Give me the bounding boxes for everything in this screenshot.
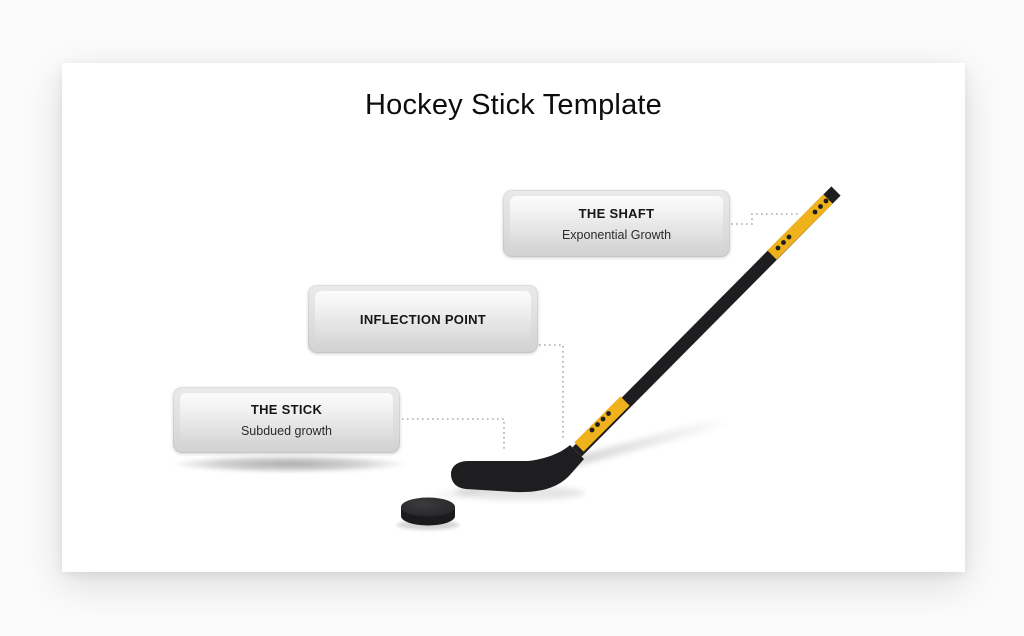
puck-top bbox=[401, 497, 455, 517]
connector-lines bbox=[402, 213, 800, 452]
stick-box-floor-shadow bbox=[171, 455, 407, 473]
callout-the-shaft: THE SHAFT Exponential Growth bbox=[503, 190, 730, 257]
stick-yellow-band bbox=[574, 396, 630, 452]
callout-the-stick: THE STICK Subdued growth bbox=[173, 387, 400, 453]
callout-inflection-point: INFLECTION POINT bbox=[308, 285, 538, 353]
callout-subtitle: Subdued growth bbox=[240, 424, 333, 438]
hockey-puck-graphic bbox=[401, 497, 455, 526]
stick-dots bbox=[589, 198, 829, 433]
connector-shaft bbox=[731, 213, 800, 225]
stick-blade bbox=[451, 445, 584, 493]
hockey-stick-graphic bbox=[451, 186, 841, 493]
callout-title: THE STICK bbox=[250, 402, 323, 417]
connector-inflection bbox=[539, 344, 564, 439]
connector-stick bbox=[402, 418, 505, 452]
callout-subtitle: Exponential Growth bbox=[561, 227, 672, 242]
callout-title: THE SHAFT bbox=[578, 205, 655, 221]
slide-title: Hockey Stick Template bbox=[364, 89, 662, 121]
callout-title: INFLECTION POINT bbox=[359, 311, 487, 327]
